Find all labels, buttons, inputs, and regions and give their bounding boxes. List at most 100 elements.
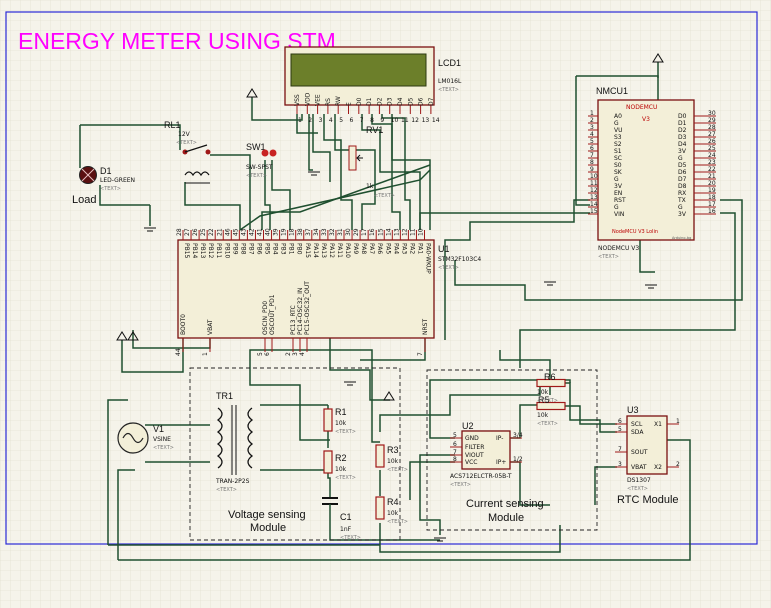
stm-top-pin-name: PB6 [255,243,262,255]
lcd-pin-number: 12 [411,117,419,124]
nodemcu-left-pin-number: 1 [590,110,594,117]
nodemcu-right-pin-number: 29 [708,117,716,124]
lcd-pin-number: 8 [370,117,374,124]
current-sensor-right-pin-name: IP- [496,435,503,442]
capacitor-ref-label: C1 [340,512,352,522]
rtc-right-pin-number: 2 [676,461,680,468]
power-terminal-icon [116,331,128,341]
nodemcu-left-pin-name: S2 [614,141,622,148]
stm-top-pin-name: PB14 [191,243,198,259]
lcd-pin-name: VSS [294,94,301,106]
rtc-left-pin-number: 6 [618,418,622,425]
stm-bottom-pin-name: OSCOUT_PD1 [269,294,276,335]
stm-top-pin-number: 41 [257,228,264,236]
stm-top-pin-name: PA0-WKUP [425,243,432,274]
stm-bottom-pin-name: PC13_RTC [290,305,297,335]
led-part-label: LED-GREEN [100,177,135,184]
stm-top-pin-number: 10 [418,228,425,236]
stm-top-pin-name: PA4 [392,243,399,254]
nodemcu-part-label: NODEMCU V3 [598,245,639,252]
stm-top-pin-number: 31 [337,228,344,236]
nodemcu-right-pin-number: 27 [708,131,716,138]
nodemcu-brand: NodeMCU V3 Lolin [612,229,658,235]
stm-pins: 28PB1527PB1426PB1325PB1222PB1121PB1046PB… [175,228,432,356]
current-sensor-left-pin-name: VCC [465,459,477,466]
power-terminals [116,53,664,401]
power-terminal-icon [652,53,664,63]
stm-top-pin-number: 21 [216,228,223,236]
lcd-pin-name: D7 [428,97,435,106]
nodemcu-left-pin-name: G [614,120,619,127]
lcd-pin-number: 4 [329,117,333,124]
resistor-text-tag: <TEXT> [335,475,356,481]
stm-top-pin-number: 29 [353,228,360,236]
lcd-pin-name: RW [335,96,342,106]
rtc-part-label: DS1307 [627,477,651,484]
nodemcu-left-pin-name: VIN [614,211,624,218]
stm-top-pin-number: 11 [409,228,416,236]
voltage-module-label-line2: Module [250,522,286,534]
stm-top-pin-number: 16 [369,228,376,236]
nodemcu-right-pin-number: 20 [708,180,716,187]
stm-top-pin-number: 12 [401,228,408,236]
nodemcu-left-pin-number: 11 [590,180,598,187]
stm-top-pin-name: PA9 [352,243,359,254]
lcd-pin-number: 13 [422,117,430,124]
lcd-text-tag: <TEXT> [438,87,459,93]
stm-bottom-pin-name: OSCIN_PD0 [262,301,269,335]
resistor-text-tag: <TEXT> [537,398,558,404]
current-sensor-left-pin-number: 8 [453,456,457,463]
voltage-module-label-line1: Voltage sensing [228,509,306,521]
stm-top-pin-name: PA7 [368,243,375,254]
nodemcu-left-pin-name: RST [614,197,626,204]
rtc-left-pin-number: 5 [618,426,622,433]
current-sensor-right-pin-name: IP+ [496,459,506,466]
lcd-display: LCD1 LM016L <TEXT> VSS1VDD2VEE3RS4RW5E6D… [284,46,462,124]
lcd-part-label: LM016L [438,78,462,85]
nodemcu-left-pin-number: 8 [590,159,594,166]
nodemcu-right-pin-number: 19 [708,187,716,194]
current-module-box [426,369,598,531]
led-text-tag: <TEXT> [100,186,121,192]
nodemcu-right-pin-number: 22 [708,166,716,173]
resistors: R110k<TEXT>R210k<TEXT>R310k<TEXT>R410k<T… [323,372,566,525]
ground-icon [434,537,446,542]
nodemcu-right-pin-number: 16 [708,208,716,215]
nodemcu-right-pin-name: D6 [678,169,687,176]
current-sensor-left-pin-number: 6 [453,441,457,448]
lcd-pin-number: 10 [391,117,399,124]
nodemcu-text-tag: <TEXT> [598,254,619,260]
current-module-label-line2: Module [488,512,524,524]
nodemcu-left-pin-number: 2 [590,117,594,124]
rtc-right-pin-name: X2 [654,464,662,471]
nodemcu-left-pin-name: G [614,204,619,211]
switch-part-label: SW-SPST [246,164,273,171]
stm-bottom-pin-name: VBAT [207,319,214,335]
pot-text-tag: <TEXT> [374,193,395,199]
nodemcu-left-pin-name: SC [614,155,622,162]
rtc-text-tag: <TEXT> [627,486,648,492]
stm-top-pin-name: PB15 [183,243,190,259]
lcd-pin-name: D3 [387,97,394,106]
stm-top-pin-name: PB11 [215,243,222,259]
stm-top-pin-name: PA14 [312,243,319,258]
switch-text-tag: <TEXT> [246,173,267,179]
stm-top-pin-name: PB1 [288,243,295,255]
ground-icon [308,171,320,176]
nodemcu-inner-title: NODEMCU [626,104,657,111]
ground-terminals [144,171,657,542]
stm-top-pin-name: PA2 [408,243,415,254]
circuit-wires [79,62,743,561]
resistor-ref-label: R4 [387,497,399,507]
nodemcu-right-pin-name: G [678,204,683,211]
lcd-pin-name: RS [325,98,332,106]
rtc-left-pin-name: VBAT [631,464,647,471]
stm-top-pin-name: PB9 [231,243,238,255]
current-sensor-part-label: ACS712ELCTR-05B-T [450,473,512,480]
nodemcu-left-pin-name: EN [614,190,622,197]
